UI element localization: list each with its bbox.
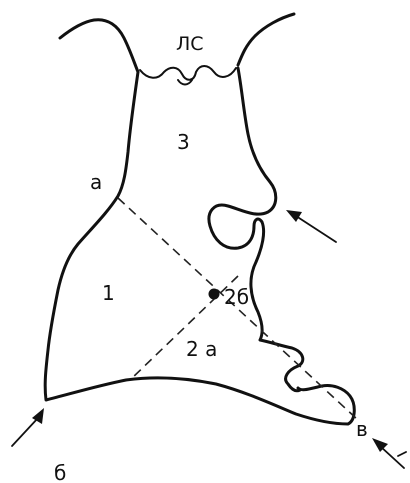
arrow-bottom-left <box>12 408 44 446</box>
top-bumps <box>140 66 236 80</box>
label-region-2b: 2б <box>224 285 249 309</box>
label-region-2a: 2 а <box>186 337 217 361</box>
dashed-line-a-to-v <box>118 198 358 420</box>
arrow-bottom-right <box>372 438 406 468</box>
main-right-outline <box>209 68 303 391</box>
label-region-1: 1 <box>102 281 115 305</box>
label-region-3: 3 <box>177 130 190 154</box>
dashed-line-2b-to-2a <box>130 276 238 380</box>
top-right-outline <box>238 14 294 65</box>
center-point <box>209 289 220 300</box>
label-point-a: а <box>90 170 102 194</box>
label-point-v: в <box>356 417 368 441</box>
main-left-bottom-outline <box>45 72 354 424</box>
label-point-b: б <box>54 461 66 483</box>
label-ls: ЛС <box>176 33 204 55</box>
arrow-right-notch <box>286 210 336 242</box>
top-left-outline <box>60 20 138 72</box>
